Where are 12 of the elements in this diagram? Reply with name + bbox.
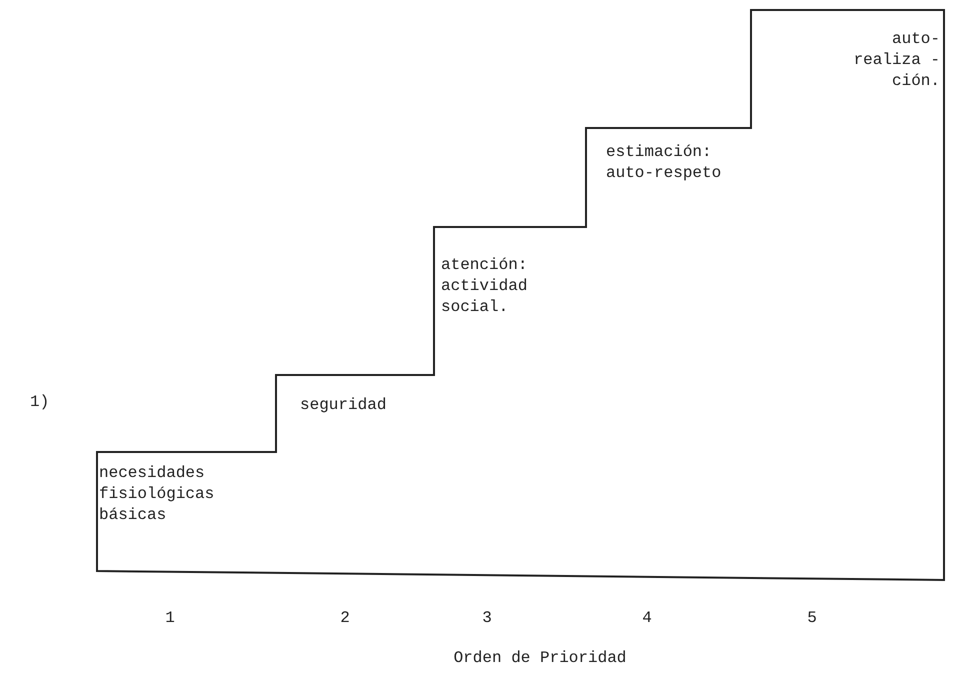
figure-number: 1): [30, 392, 50, 413]
priority-number: 4: [641, 608, 653, 629]
priority-number: 2: [339, 608, 351, 629]
priority-number: 3: [481, 608, 493, 629]
step-label: seguridad: [300, 395, 388, 416]
step-label: atención: actividad social.: [441, 255, 528, 318]
priority-number: 1: [164, 608, 176, 629]
step-label: auto- realiza - ción.: [852, 29, 940, 92]
step-label: estimación: auto-respeto: [606, 142, 722, 184]
priority-number: 5: [806, 608, 818, 629]
axis-title: Orden de Prioridad: [452, 648, 628, 669]
step-label: necesidades fisiológicas básicas: [99, 463, 216, 526]
